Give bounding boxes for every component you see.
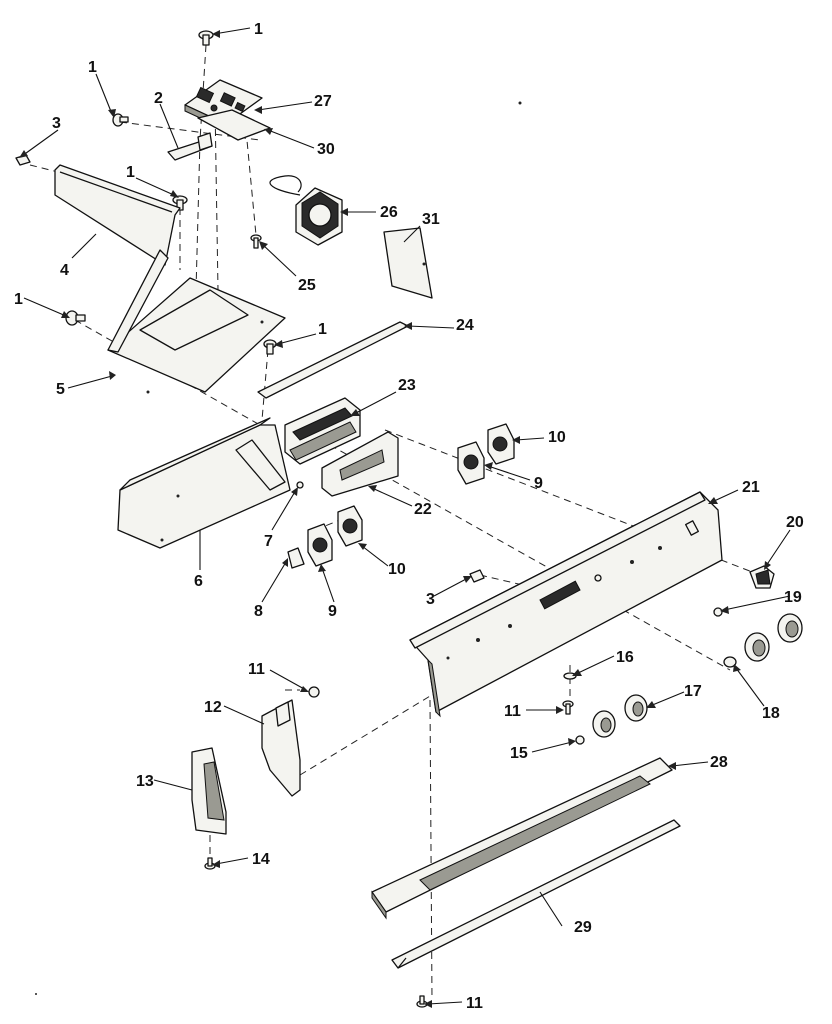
scan-speck (518, 101, 522, 105)
callout-24: 24 (456, 317, 474, 334)
trim-strip (257, 321, 409, 399)
callout-31: 31 (422, 211, 440, 228)
callout-labels: 1 1 2 27 3 30 1 26 31 4 25 1 1 24 5 23 1… (14, 21, 804, 1012)
callout-1-center: 1 (318, 321, 327, 338)
callout-26: 26 (380, 204, 398, 221)
knob-right-1 (744, 632, 770, 662)
callout-11-bottom: 11 (466, 995, 483, 1012)
callout-11-left: 11 (248, 661, 265, 678)
callout-27: 27 (314, 93, 332, 110)
callout-16: 16 (616, 649, 634, 666)
callout-18: 18 (762, 705, 780, 722)
insulation-strip (371, 757, 673, 920)
callout-22: 22 (414, 501, 432, 518)
end-bracket (261, 699, 301, 797)
cover-plate (383, 227, 433, 299)
screw-11-bottom (416, 995, 428, 1008)
switch-lower-9 (307, 523, 333, 567)
callout-30: 30 (317, 141, 335, 158)
callout-29: 29 (574, 919, 592, 936)
leader-lines (19, 27, 791, 1008)
screw-25 (250, 234, 262, 249)
callout-1-upper-left: 1 (88, 59, 97, 76)
screw-center (263, 339, 277, 355)
callout-1-top: 1 (254, 21, 263, 38)
control-panel (409, 491, 723, 718)
screw-11-left (308, 686, 320, 698)
bracket (167, 132, 213, 161)
switch-clip (287, 547, 305, 569)
heat-shield (54, 164, 181, 266)
callout-1-mid: 1 (126, 164, 135, 181)
display-module (284, 397, 361, 465)
knob-17a (592, 710, 616, 738)
small-screw (296, 481, 304, 489)
knob-17b (624, 694, 648, 722)
screw-14 (204, 857, 216, 870)
spacer-19 (713, 607, 723, 617)
panel-clip (469, 569, 485, 583)
indicator-lamp (749, 565, 775, 589)
callout-28: 28 (710, 754, 728, 771)
callout-14: 14 (252, 851, 270, 868)
callout-7: 7 (264, 533, 273, 550)
callout-15: 15 (510, 745, 528, 762)
screw-top (198, 30, 214, 46)
callout-17: 17 (684, 683, 702, 700)
spacer-18 (723, 656, 737, 668)
control-housing (117, 417, 291, 549)
display-bracket (321, 431, 399, 497)
callout-19: 19 (784, 589, 802, 606)
board-insulator (197, 109, 271, 141)
screw-11-mid (562, 700, 574, 715)
knob-right-2 (777, 613, 803, 643)
fan-motor (269, 175, 343, 246)
callout-2: 2 (154, 90, 163, 107)
trim-rail (391, 819, 681, 969)
scan-speck (35, 993, 37, 995)
switch-lower-10 (337, 505, 363, 547)
callout-10-lower: 10 (388, 561, 406, 578)
switch-upper-9 (457, 441, 485, 485)
switch-upper-10 (487, 423, 515, 465)
callout-11-mid: 11 (504, 703, 521, 720)
end-cap (191, 747, 227, 835)
mounting-plate (107, 249, 286, 394)
screw-mid (172, 195, 188, 211)
callout-8: 8 (254, 603, 263, 620)
callout-21: 21 (742, 479, 760, 496)
callout-9-upper: 9 (534, 475, 543, 492)
callout-9-lower: 9 (328, 603, 337, 620)
callout-5: 5 (56, 381, 65, 398)
callout-1-left: 1 (14, 291, 23, 308)
callout-6: 6 (194, 573, 203, 590)
screw-upper-left (112, 113, 129, 127)
callout-13: 13 (136, 773, 154, 790)
callout-20: 20 (786, 514, 804, 531)
callout-10-upper: 10 (548, 429, 566, 446)
nut-15 (575, 735, 585, 745)
callout-25: 25 (298, 277, 316, 294)
callout-23: 23 (398, 377, 416, 394)
callout-12: 12 (204, 699, 222, 716)
callout-3-panel: 3 (426, 591, 435, 608)
callout-4: 4 (60, 262, 69, 279)
callout-3-upper: 3 (52, 115, 61, 132)
